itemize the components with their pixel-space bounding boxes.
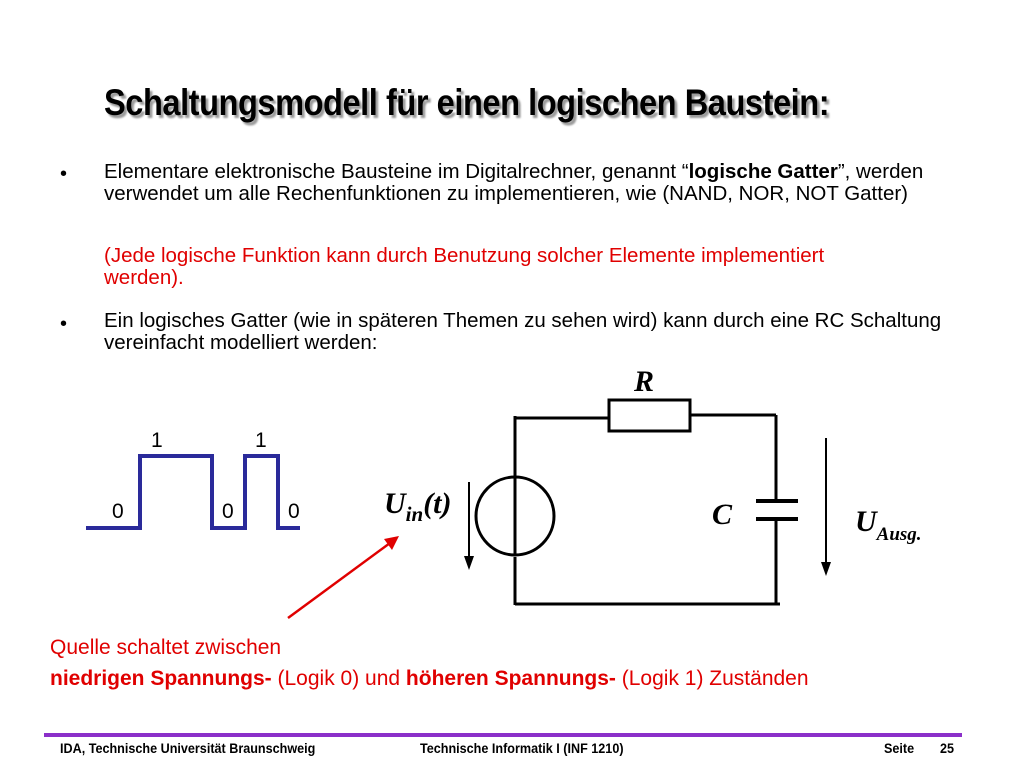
source-voltage-label: Uin(t)	[384, 487, 452, 526]
annotation-line-2: niedrigen Spannungs- (Logik 0) und höher…	[50, 667, 809, 691]
resistor-symbol	[607, 398, 692, 433]
annotation-bold-2: höheren Spannungs-	[405, 667, 616, 690]
source-voltage-arg: (t)	[423, 487, 451, 520]
bullet-1-text: Elementare elektronische Bausteine im Di…	[104, 161, 994, 205]
bullet-2-text: Ein logisches Gatter (wie in späteren Th…	[104, 309, 942, 354]
waveform-high-label-2: 1	[255, 429, 267, 452]
source-voltage-main: U	[384, 487, 407, 520]
footer-page-label: Seite	[884, 740, 915, 756]
bullet-1-bold: logische Gatter	[688, 160, 838, 183]
circuit-wires	[513, 413, 780, 606]
waveform-low-label-1: 0	[112, 500, 124, 523]
source-voltage-sub: in	[406, 502, 424, 526]
footer-page-number: 25	[940, 740, 955, 756]
bullet-1-note: (Jede logische Funktion kann durch Benut…	[104, 244, 825, 289]
footer-course: Technische Informatik I (INF 1210)	[420, 740, 624, 756]
footer-institution: IDA, Technische Universität Braunschweig	[60, 740, 316, 756]
waveform-high-label-1: 1	[151, 429, 163, 452]
output-voltage-sub: Ausg.	[876, 524, 922, 545]
output-voltage-label: UAusg.	[855, 505, 922, 545]
annotation-line-1: Quelle schaltet zwischen	[50, 636, 282, 659]
bullet-marker-2: •	[60, 313, 68, 335]
waveform-low-label-2: 0	[222, 500, 234, 523]
bullet-1-part2: ”, werden verwendet um alle Rechenfunkti…	[104, 160, 924, 205]
footer-rule	[44, 733, 962, 737]
slide-title: Schaltungsmodell für einen logischen Bau…	[104, 82, 830, 123]
square-waveform	[86, 454, 300, 530]
bullet-marker: •	[60, 163, 68, 185]
output-voltage-main: U	[855, 505, 878, 538]
bullet-1-part1: Elementare elektronische Bausteine im Di…	[104, 160, 689, 183]
capacitor-symbol	[756, 499, 798, 521]
output-voltage-arrow	[821, 438, 831, 576]
annotation-bold-1: niedrigen Spannungs-	[50, 667, 272, 690]
annotation-text-2: (Logik 1) Zuständen	[615, 667, 809, 690]
waveform-low-label-3: 0	[288, 500, 300, 523]
annotation-arrow	[287, 536, 399, 620]
source-voltage-arrow	[464, 482, 474, 570]
resistor-label: R	[633, 365, 654, 398]
annotation-text-1: (Logik 0) und	[271, 667, 406, 690]
capacitor-label: C	[712, 498, 733, 531]
